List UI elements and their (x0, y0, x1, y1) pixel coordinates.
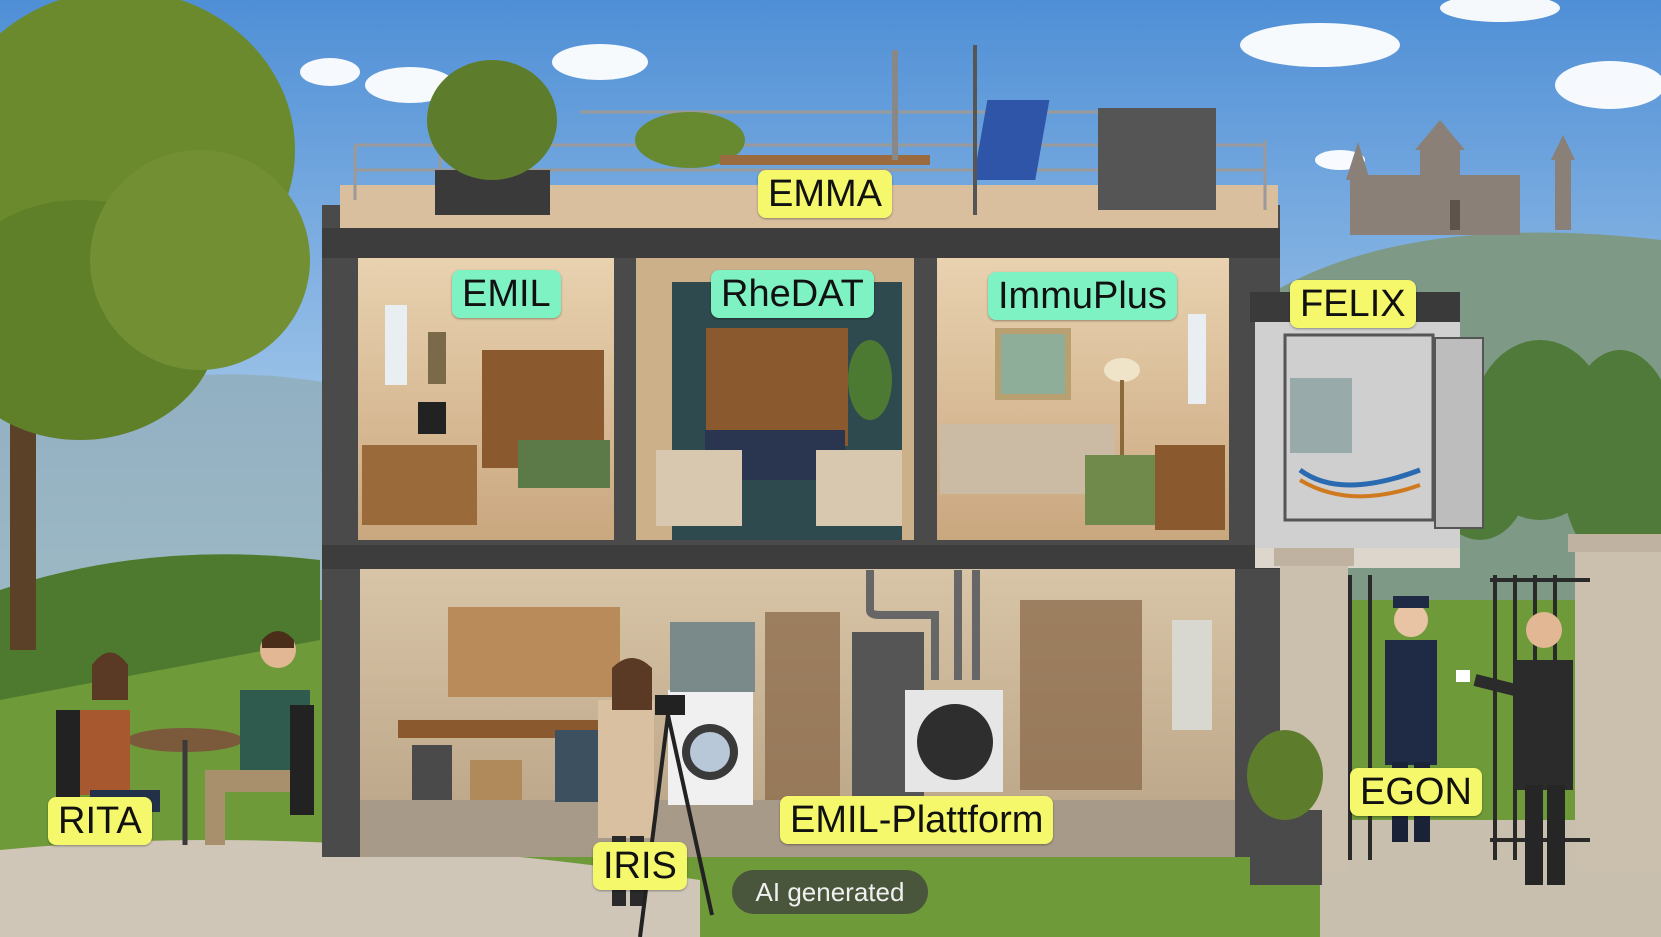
floor-slab (322, 545, 1280, 569)
ai-generated-badge: AI generated (732, 870, 928, 914)
garden-path (0, 840, 700, 937)
right-trees (1430, 340, 1661, 570)
label-immuplus: ImmuPlus (988, 272, 1177, 320)
label-egon: EGON (1350, 768, 1482, 816)
label-emma: EMMA (758, 170, 892, 218)
shelf-basement-2 (1020, 600, 1142, 790)
label-rita: RITA (48, 797, 152, 845)
person-photographer (598, 658, 714, 937)
castle (1346, 120, 1575, 235)
cabinet-door (1434, 337, 1484, 529)
label-emil-plattform: EMIL-Plattform (780, 796, 1054, 844)
workbench (398, 720, 603, 738)
label-iris: IRIS (593, 842, 687, 890)
person-businessman (1456, 612, 1573, 885)
sofa-office (518, 440, 610, 488)
label-rhedat: RheDAT (711, 270, 874, 318)
planter-gate (1250, 810, 1322, 885)
gate-post-right (1575, 540, 1661, 870)
solar-panel (973, 100, 1050, 180)
roof-table (720, 155, 930, 165)
label-emil: EMIL (452, 270, 561, 318)
label-felix: FELIX (1290, 280, 1416, 328)
hedge (0, 554, 320, 700)
left-tree (0, 0, 310, 650)
shelf-basement-1 (765, 612, 840, 800)
clouds (300, 0, 1661, 170)
garden-table-scene (56, 631, 314, 845)
bookshelf-library (706, 328, 848, 446)
